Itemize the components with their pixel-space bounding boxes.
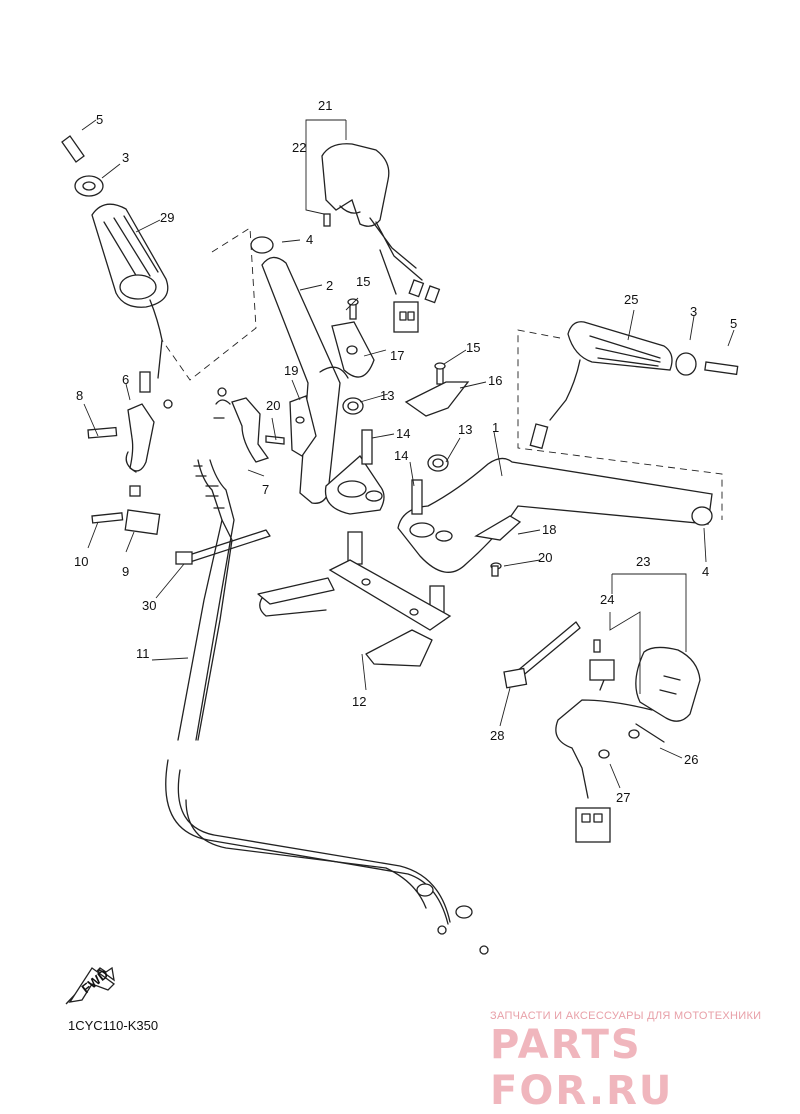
fwd-label: FWD — [79, 966, 112, 996]
callout-7: 7 — [262, 482, 269, 497]
right-assembly-outline — [517, 329, 723, 520]
handlebar-left — [250, 236, 385, 515]
callout-13: 13 — [458, 422, 472, 437]
callout-8: 8 — [76, 388, 83, 403]
handlebar-right — [397, 457, 713, 573]
callout-22: 22 — [292, 140, 306, 155]
center-fasteners — [331, 298, 470, 621]
callout-4: 4 — [702, 564, 709, 579]
callout-4: 4 — [306, 232, 313, 247]
callout-10: 10 — [74, 554, 88, 569]
switch-23 — [555, 639, 701, 843]
callout-30: 30 — [142, 598, 156, 613]
leader-lines — [81, 119, 735, 789]
left-assembly-outline — [161, 227, 257, 381]
callout-21: 21 — [318, 98, 332, 113]
callout-20: 20 — [266, 398, 280, 413]
fwd-arrow: FWD — [65, 966, 115, 1005]
callout-25: 25 — [624, 292, 638, 307]
watermark-tagline: ЗАПЧАСТИ И АКСЕССУАРЫ ДЛЯ МОТОТЕХНИКИ — [490, 1010, 762, 1022]
left-grip-assembly — [61, 135, 169, 393]
bracket-19 — [265, 395, 317, 457]
watermark-logo: PARTS FOR.RU — [490, 1022, 674, 1114]
callout-29: 29 — [160, 210, 174, 225]
callout-5: 5 — [96, 112, 103, 127]
switch-21 — [321, 143, 441, 333]
cable-tie-28 — [503, 621, 581, 689]
brackets-16-18 — [474, 515, 522, 577]
callout-19: 19 — [284, 363, 298, 378]
callout-3: 3 — [122, 150, 129, 165]
diagram-part-code: 1CYC110-K350 — [68, 1018, 159, 1033]
callout-24: 24 — [600, 592, 614, 607]
callout-11: 11 — [136, 646, 150, 661]
plate-12 — [257, 559, 452, 667]
callout-9: 9 — [122, 564, 129, 579]
right-grip-assembly — [529, 321, 739, 450]
callout-17: 17 — [390, 348, 404, 363]
callout-15: 15 — [466, 340, 480, 355]
callout-13: 13 — [380, 388, 394, 403]
cable-tie-30 — [175, 529, 271, 565]
throttle-cables — [165, 459, 489, 955]
callout-14: 14 — [396, 426, 410, 441]
callout-3: 3 — [690, 304, 697, 319]
callout-27: 27 — [616, 790, 630, 805]
callout-14: 14 — [394, 448, 408, 463]
callout-20: 20 — [538, 550, 552, 565]
callout-6: 6 — [122, 372, 129, 387]
callout-1: 1 — [492, 420, 499, 435]
callout-15: 15 — [356, 274, 370, 289]
callout-28: 28 — [490, 728, 504, 743]
callouts: 5 3 29 4 21 22 2 15 17 15 16 13 14 13 14… — [74, 98, 737, 805]
callout-5: 5 — [730, 316, 737, 331]
callout-26: 26 — [684, 752, 698, 767]
left-lever-assembly — [87, 387, 270, 535]
callout-16: 16 — [488, 373, 502, 388]
callout-2: 2 — [326, 278, 333, 293]
callout-23: 23 — [636, 554, 650, 569]
callout-12: 12 — [352, 694, 366, 709]
callout-18: 18 — [542, 522, 556, 537]
